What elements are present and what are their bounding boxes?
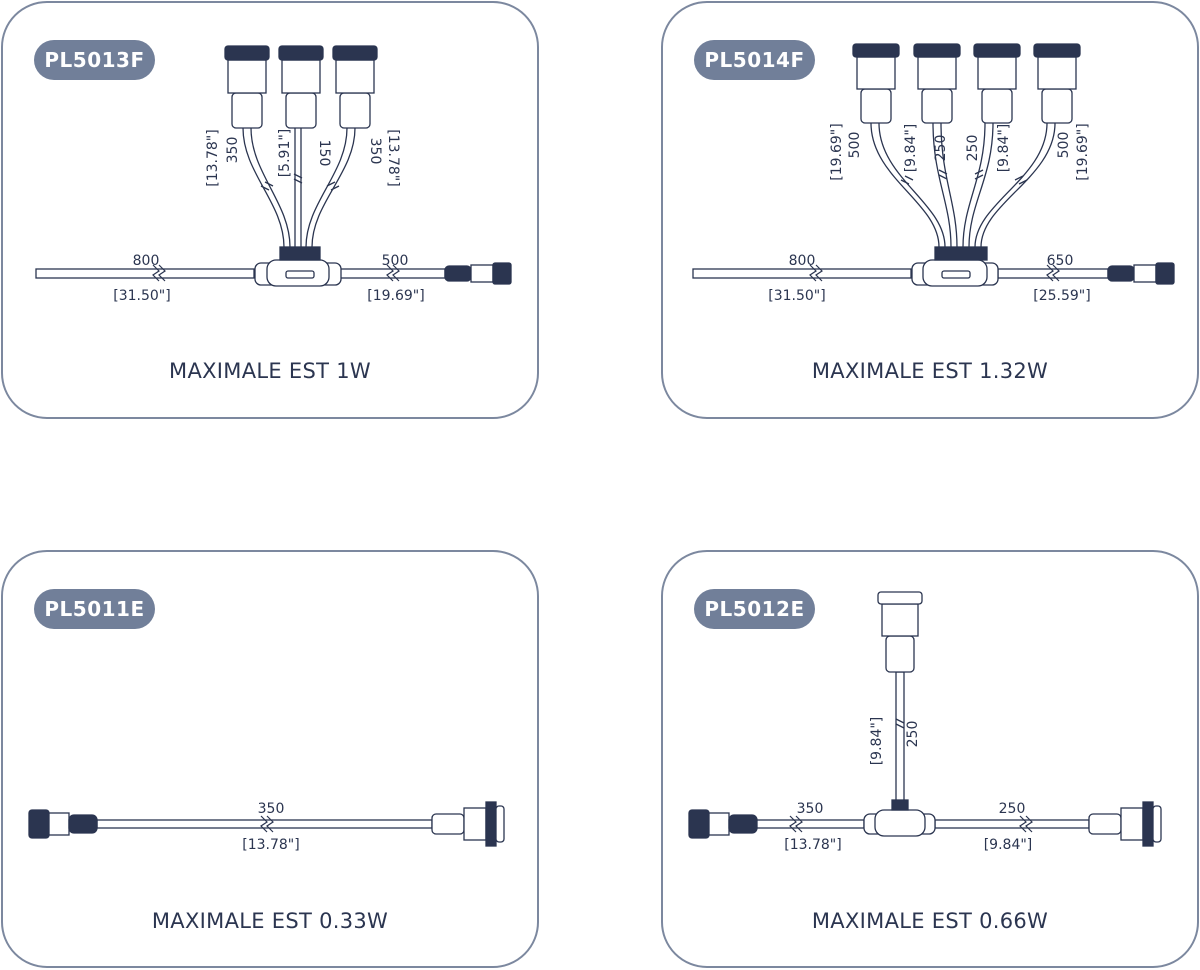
main-right-mm: 250: [999, 801, 1026, 817]
branch-2-inch: [9.84"]: [903, 124, 919, 173]
wiring-diagram: 800 [31.50"] 650 [25.59"] 500 [19.69"] […: [692, 43, 1175, 304]
main-right-mm: 500: [382, 253, 409, 269]
branch-1-mm: 350: [225, 137, 241, 164]
wiring-diagram: 350 [13.78"]: [28, 801, 505, 853]
main-left-mm: 350: [797, 801, 824, 817]
branch-3-inch: [9.84"]: [996, 124, 1012, 173]
main-right-mm: 650: [1047, 253, 1074, 269]
branch-2-mm: 250: [933, 135, 949, 162]
branch-3-inch: [13.78"]: [385, 129, 401, 186]
model-badge: PL5013F: [34, 40, 155, 80]
max-wattage-label: MAXIMALE EST 0.66W: [811, 909, 1049, 933]
branch-3-mm: 350: [367, 138, 383, 165]
branch-2-mm: 150: [316, 140, 332, 167]
branch-2-inch: [5.91"]: [277, 129, 293, 178]
main-right-inch: [25.59"]: [1033, 288, 1090, 304]
wiring-diagram: 350 [13.78"] 250 [9.84"] [9.84"] 250: [688, 591, 1162, 853]
branch-1-mm: 500: [847, 132, 863, 159]
max-wattage-label: MAXIMALE EST 1.32W: [811, 359, 1049, 383]
branch-1-inch: [19.69"]: [829, 123, 845, 180]
max-wattage-label: MAXIMALE EST 1W: [169, 359, 371, 383]
model-badge: PL5011E: [34, 589, 155, 629]
main-right-inch: [19.69"]: [367, 288, 424, 304]
main-mm: 350: [258, 801, 285, 817]
branch-inch: [9.84"]: [869, 717, 885, 766]
main-left-inch: [13.78"]: [784, 837, 841, 853]
product-card-pl5013f: PL5013F: [1, 1, 539, 419]
model-badge: PL5012E: [694, 589, 815, 629]
branch-4-inch: [19.69"]: [1075, 123, 1091, 180]
main-inch: [13.78"]: [242, 837, 299, 853]
main-left-mm: 800: [133, 253, 160, 269]
main-left-inch: [31.50"]: [113, 288, 170, 304]
main-right-inch: [9.84"]: [984, 837, 1033, 853]
wiring-diagram: 800 [31.50"] 500 [19.69"] 350 [13.78"] […: [35, 45, 512, 304]
branch-1-inch: [13.78"]: [205, 129, 221, 186]
model-badge: PL5014F: [694, 40, 815, 80]
main-left-mm: 800: [789, 253, 816, 269]
product-card-pl5014f: PL5014F: [661, 1, 1199, 419]
branch-mm: 250: [905, 721, 921, 748]
max-wattage-label: MAXIMALE EST 0.33W: [151, 909, 389, 933]
branch-3-mm: 250: [965, 135, 981, 162]
product-card-pl5012e: PL5012E 350 [13.78: [661, 550, 1199, 968]
branch-4-mm: 500: [1056, 132, 1072, 159]
main-left-inch: [31.50"]: [768, 288, 825, 304]
product-card-pl5011e: PL5011E 350 [13.78"] MAXIMALE EST 0.33W: [1, 550, 539, 968]
